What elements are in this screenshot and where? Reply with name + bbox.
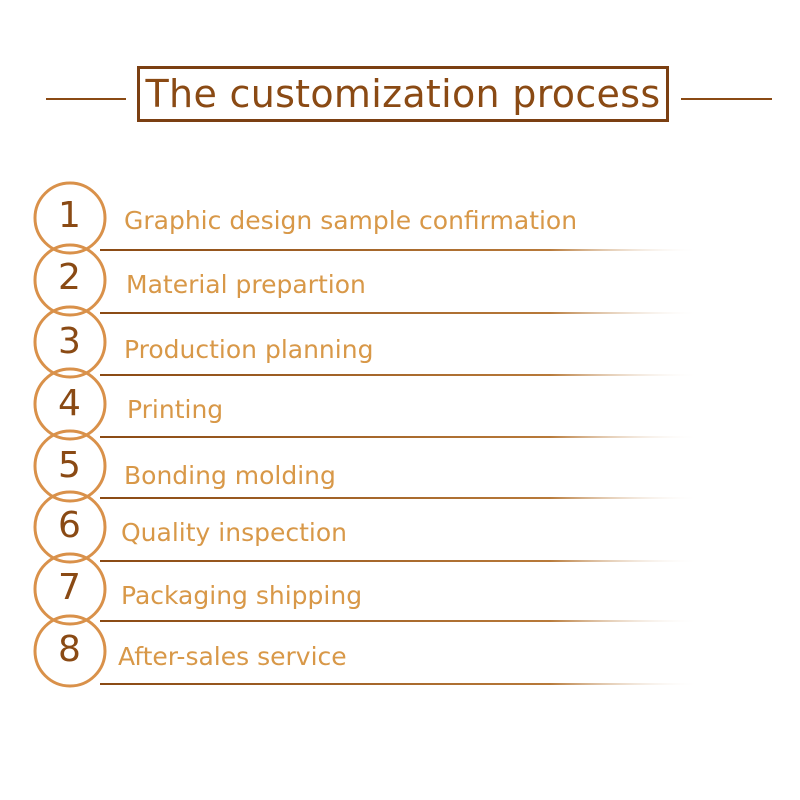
step-circle-7 [33, 552, 107, 626]
step-circle-4 [33, 367, 107, 441]
step-label: Production planning [124, 335, 374, 364]
step-label: Packaging shipping [121, 581, 363, 610]
step-underline-3 [100, 374, 700, 376]
step-underline-4 [100, 436, 700, 438]
step-circle-1 [33, 181, 107, 255]
step-7: 7 Packaging shipping [0, 562, 800, 622]
step-number: 3 [58, 321, 81, 362]
step-circle-3 [33, 305, 107, 379]
step-label: Graphic design sample confirmation [124, 206, 578, 235]
title-rule-right [681, 98, 772, 100]
step-label: Quality inspection [121, 518, 347, 547]
step-circle-6 [33, 490, 107, 564]
step-number: 6 [58, 505, 81, 546]
step-underline-2 [100, 312, 700, 314]
step-number: 1 [58, 195, 81, 236]
step-underline-6 [100, 560, 700, 562]
step-4: 4 Printing [0, 378, 800, 438]
step-underline-7 [100, 620, 700, 622]
step-label: Bonding molding [124, 461, 336, 490]
step-1: 1 Graphic design sample confirmation [0, 190, 800, 250]
step-8: 8 After-sales service [0, 624, 800, 684]
step-6: 6 Quality inspection [0, 500, 800, 560]
step-underline-8 [100, 683, 700, 685]
step-circle-5 [33, 429, 107, 503]
step-label: After-sales service [118, 642, 347, 671]
step-number: 4 [58, 383, 81, 424]
step-underline-1 [100, 249, 700, 251]
step-label: Printing [127, 395, 224, 424]
step-label: Material prepartion [126, 270, 366, 299]
step-5: 5 Bonding molding [0, 440, 800, 500]
title-box: The customization process [137, 66, 669, 122]
step-number: 2 [58, 257, 81, 298]
step-number: 8 [58, 629, 81, 670]
step-underline-5 [100, 497, 700, 499]
step-2: 2 Material prepartion [0, 252, 800, 312]
step-number: 7 [58, 567, 81, 608]
step-3: 3 Production planning [0, 316, 800, 376]
title-rule-left [46, 98, 126, 100]
step-circle-8 [33, 614, 107, 688]
step-number: 5 [58, 445, 81, 486]
step-circle-2 [33, 243, 107, 317]
page-title: The customization process [145, 72, 661, 116]
